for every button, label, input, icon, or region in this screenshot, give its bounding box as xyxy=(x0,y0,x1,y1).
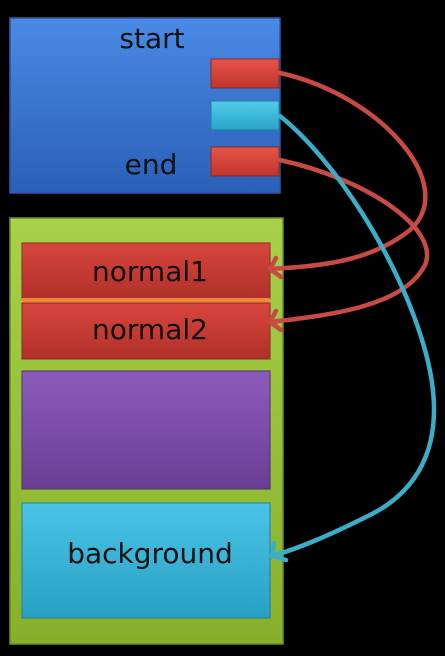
end-pointer xyxy=(210,146,280,177)
background-label: background xyxy=(67,537,233,570)
arrows xyxy=(267,70,437,563)
arrow-end-to-normal2 xyxy=(267,157,430,325)
normal1-label: normal1 xyxy=(92,255,208,288)
arrowhead-background xyxy=(269,540,289,563)
normal2-block xyxy=(21,302,271,360)
start-label: start xyxy=(119,22,184,55)
end-label: end xyxy=(125,148,178,181)
cyan-pointer xyxy=(210,100,280,131)
block-separator xyxy=(22,298,270,303)
arrow-cyan-to-background xyxy=(269,113,437,559)
normal2-label: normal2 xyxy=(92,313,208,346)
normal1-block xyxy=(21,242,271,300)
memory-panel: normal1 normal2 background xyxy=(9,217,284,645)
top-block: start end xyxy=(9,17,281,194)
start-pointer xyxy=(210,58,280,89)
arrowhead-normal2 xyxy=(267,308,284,333)
background-block xyxy=(21,502,271,619)
purple-block xyxy=(21,370,271,490)
arrow-start-to-normal1 xyxy=(267,70,428,272)
arrowhead-normal1 xyxy=(267,255,284,280)
